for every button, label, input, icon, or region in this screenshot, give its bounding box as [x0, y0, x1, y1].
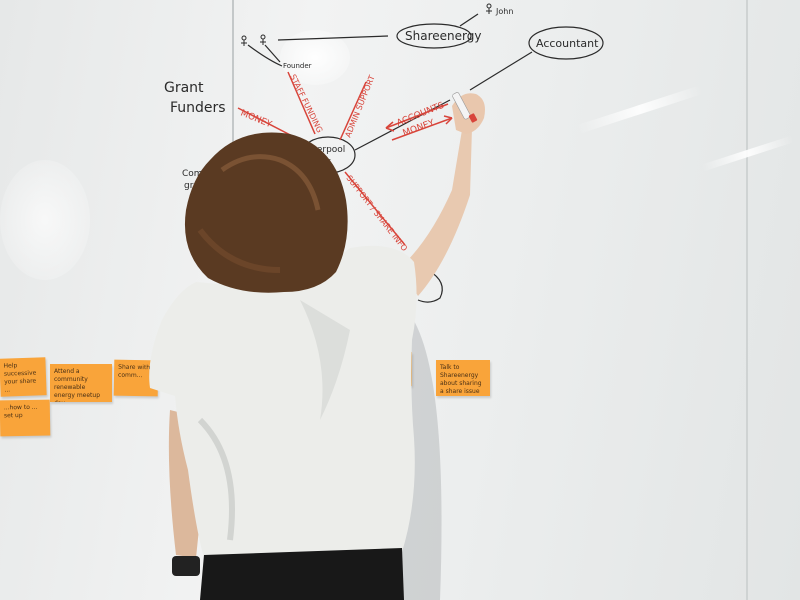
john-label: John	[495, 7, 513, 16]
liverpool-node: Liverpool	[304, 145, 345, 155]
person-figure-icon	[260, 34, 266, 45]
white-t-shirt	[149, 245, 417, 558]
grant-funders-label-line1: Grant	[164, 80, 204, 96]
shareenergy-node-outline	[396, 23, 472, 49]
community-groups-label-line2: gro	[184, 181, 199, 191]
founder-label: Founder	[283, 62, 312, 70]
sticky-note: Talk to Shareenergy about sharing a shar…	[436, 360, 490, 396]
community-groups-label-line1: Com	[182, 169, 203, 179]
marker-pen-icon	[452, 92, 471, 120]
sticky-note: Attend a community renewable energy meet…	[50, 364, 112, 402]
raised-arm	[400, 128, 472, 296]
whiteboard-panel-divider-right	[746, 0, 748, 600]
grant-funders-label-line2: Funders	[170, 100, 226, 116]
wristwatch-icon	[172, 556, 200, 576]
accountant-node: Accountant	[536, 37, 599, 50]
window-reflection	[0, 160, 90, 280]
person-figure-icon	[241, 35, 247, 46]
dark-trousers	[200, 548, 404, 600]
person-figure-icon	[486, 3, 492, 14]
shareenergy-node: Shareenergy	[405, 29, 481, 43]
accountant-node-outline	[528, 26, 604, 60]
